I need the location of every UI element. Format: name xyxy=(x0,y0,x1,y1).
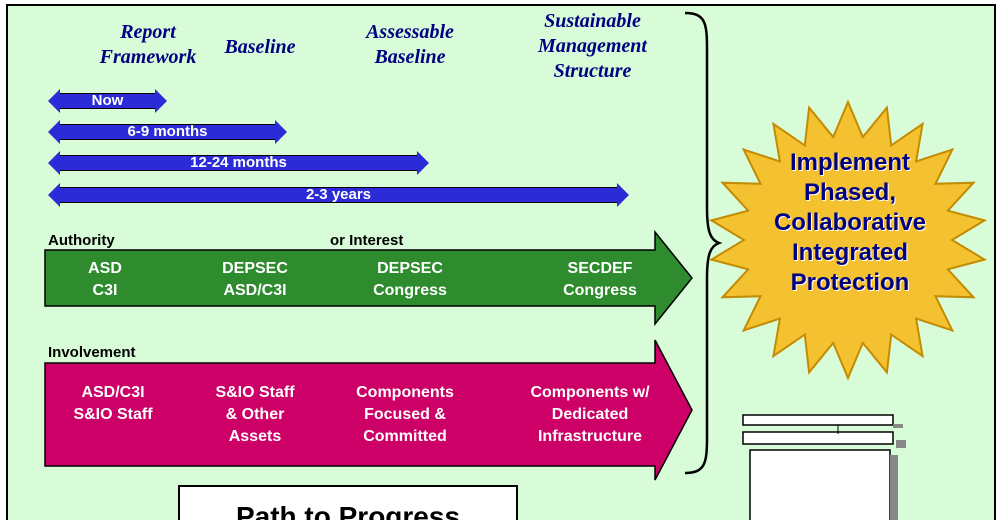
authority-arrow xyxy=(44,230,693,326)
authority-label-interest: or Interest xyxy=(330,232,404,249)
phase-baseline: Baseline xyxy=(224,36,296,58)
involvement-cell-1: ASD/C3I S&IO Staff xyxy=(73,384,153,423)
timeline-6-9-label: 6-9 months xyxy=(127,123,208,140)
involvement-label: Involvement xyxy=(48,344,136,361)
timeline-2-3-label: 2-3 years xyxy=(305,186,372,203)
timeline-12-24-months: 12-24 months xyxy=(48,151,429,175)
phase-sustainable-management: Sustainable Management Structure xyxy=(538,10,647,82)
timeline-12-24-label: 12-24 months xyxy=(190,154,287,171)
authority-cell-2: DEPSEC ASD/C3I xyxy=(222,260,288,299)
involvement-cell-3: Components Focused & Committed xyxy=(356,384,454,445)
authority-cell-3: DEPSEC Congress xyxy=(373,260,447,299)
involvement-arrow xyxy=(44,339,693,481)
involvement-arrow-shape xyxy=(44,339,693,481)
involvement-cell-4: Components w/ Dedicated Infrastructure xyxy=(530,384,650,445)
title-box: Path to Progress xyxy=(178,485,518,520)
pedestal-graphic xyxy=(742,414,906,520)
timeline-now: Now xyxy=(48,89,167,113)
timeline-6-9-months: 6-9 months xyxy=(48,120,287,144)
involvement-cell-2: S&IO Staff & Other Assets xyxy=(215,384,295,445)
authority-label: Authority xyxy=(48,232,115,249)
starburst-shape xyxy=(708,99,988,381)
authority-cell-4: SECDEF Congress xyxy=(563,260,637,299)
burst-text: Implement Phased, Collaborative Integrat… xyxy=(773,149,927,296)
authority-cell-1: ASD C3I xyxy=(88,260,122,299)
curly-brace xyxy=(684,11,723,475)
timeline-2-3-years: 2-3 years xyxy=(48,183,629,207)
phase-assessable-baseline: Assessable Baseline xyxy=(366,21,454,68)
phase-report-framework: Report Framework xyxy=(99,21,197,68)
authority-arrow-shape xyxy=(44,230,693,326)
timeline-now-label: Now xyxy=(91,92,124,109)
page-title: Path to Progress xyxy=(235,501,461,520)
